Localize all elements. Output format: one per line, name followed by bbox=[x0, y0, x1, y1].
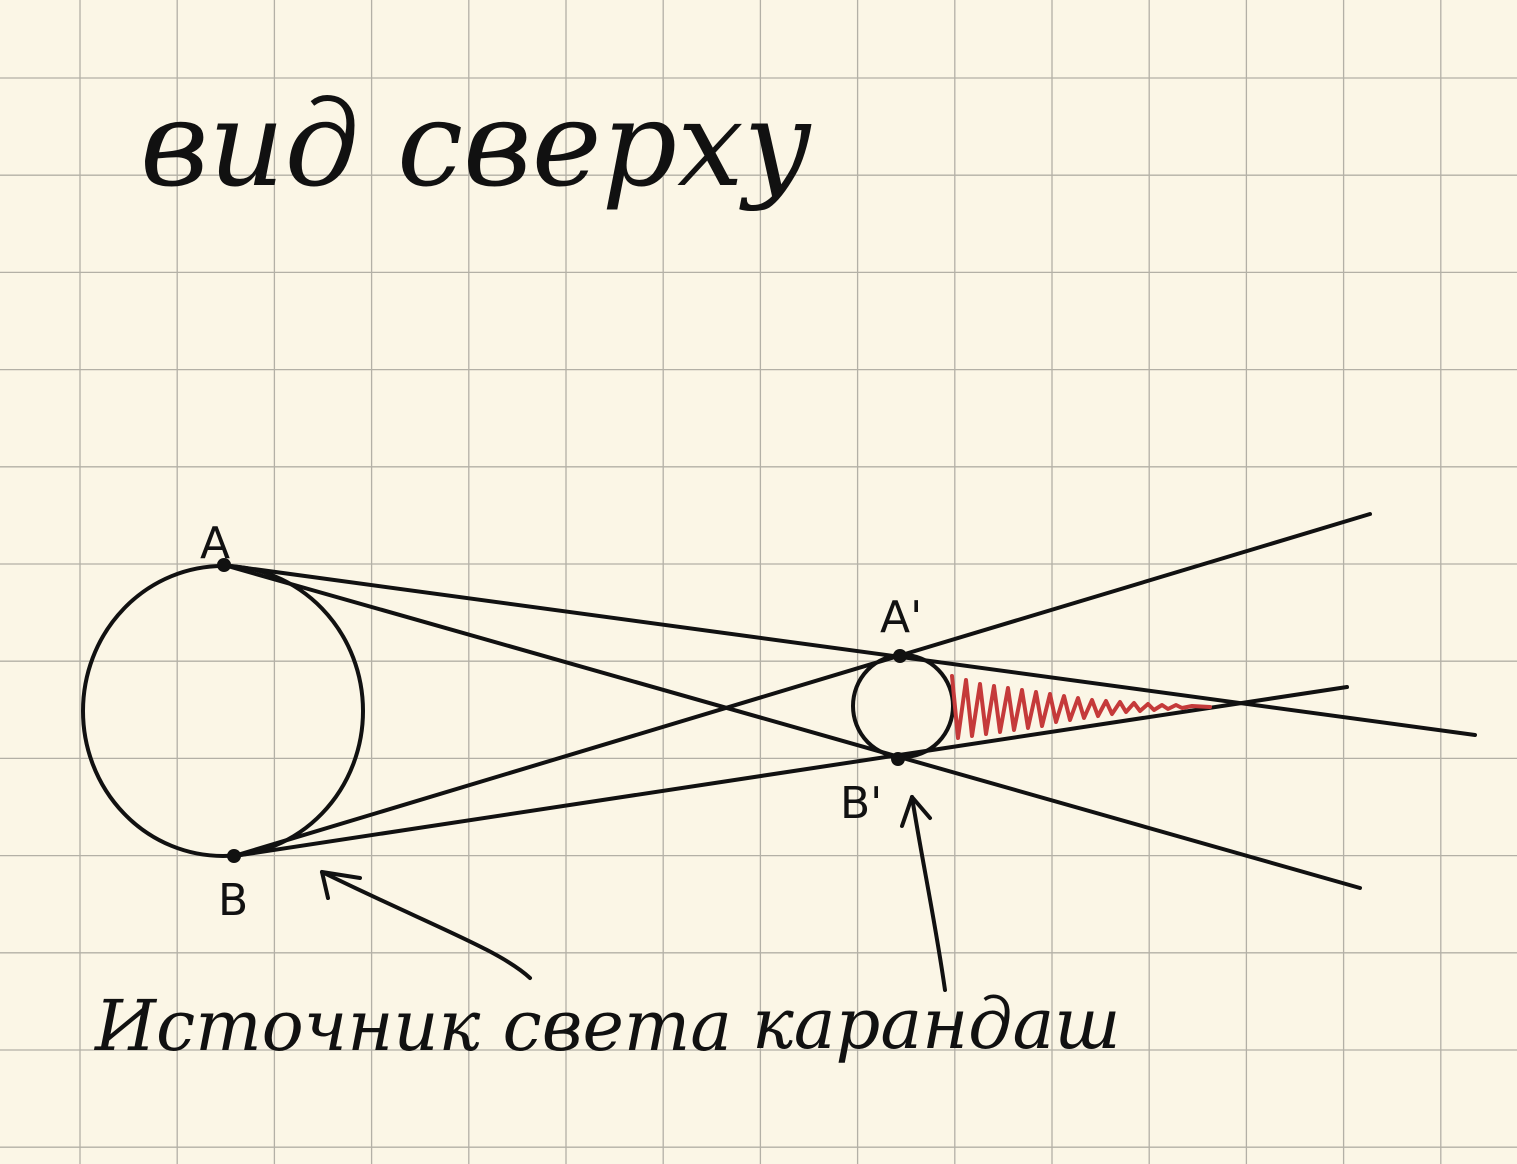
point-a-dot bbox=[217, 558, 231, 572]
point-a-prime-dot bbox=[893, 649, 907, 663]
shadow-hatching bbox=[950, 674, 1212, 740]
page-title: вид сверху bbox=[140, 75, 812, 213]
pencil-circle bbox=[851, 653, 955, 759]
point-b-label: B bbox=[218, 875, 248, 926]
ray-b-upper-tangent bbox=[232, 512, 1372, 858]
point-b-prime-dot bbox=[891, 752, 905, 766]
point-a-label: A bbox=[200, 518, 230, 569]
light-source-label: Источник света bbox=[93, 985, 732, 1067]
light-source-circle bbox=[81, 564, 365, 858]
point-b-dot bbox=[227, 849, 241, 863]
pencil-arrow-icon bbox=[900, 795, 947, 992]
light-source-arrow-icon bbox=[320, 870, 532, 980]
ray-a-upper-tangent bbox=[222, 563, 1477, 737]
pencil-label: карандаш bbox=[752, 983, 1121, 1065]
point-b-prime-label: B' bbox=[840, 778, 882, 829]
point-a-prime-label: A' bbox=[880, 592, 922, 643]
ray-a-lower-tangent bbox=[222, 563, 1362, 890]
ray-b-lower-tangent bbox=[232, 685, 1349, 858]
